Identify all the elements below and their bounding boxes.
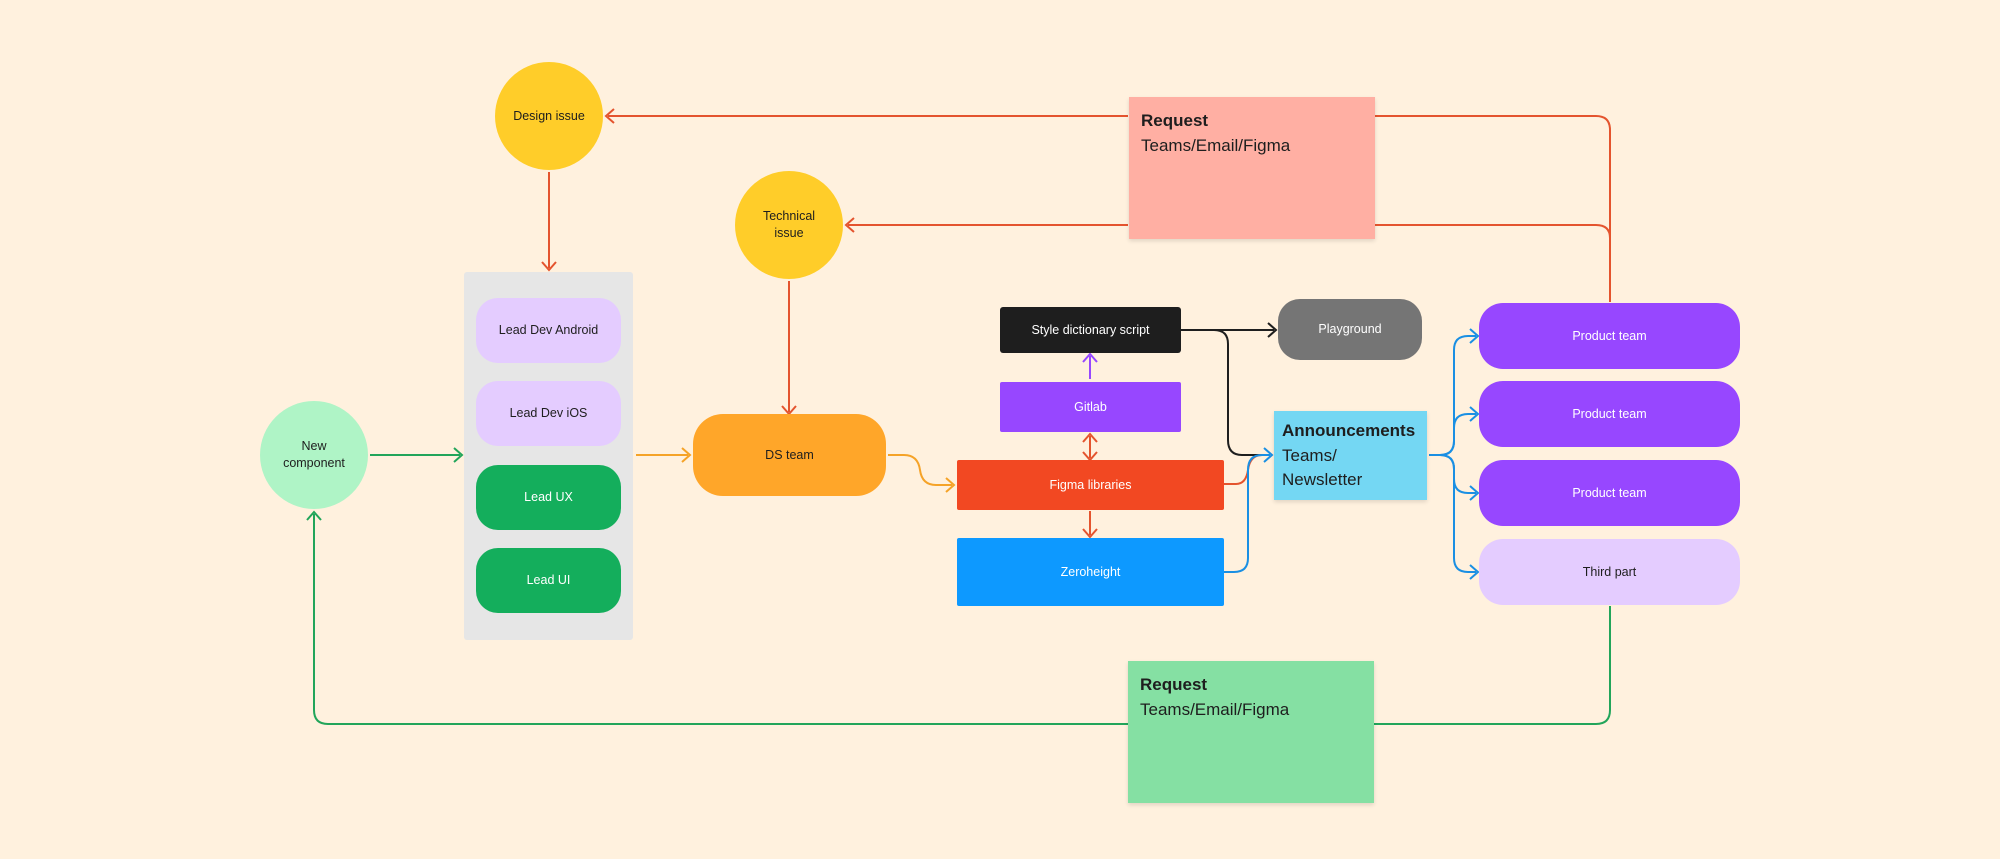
arrowhead-product-team-3 [1469,485,1480,501]
lead-dev-android-node[interactable]: Lead Dev Android [476,298,621,363]
product-team-2-node[interactable]: Product team [1479,381,1740,447]
design-issue-node[interactable]: Design issue [495,62,603,170]
zeroheight-label: Zeroheight [1060,564,1121,579]
new-component-node[interactable]: New component [260,401,368,509]
playground-node[interactable]: Playground [1278,299,1422,360]
arrowhead-design-issue [604,108,615,124]
arrowhead-product-team-2 [1469,406,1480,422]
arrowhead-style-dictionary [1082,352,1098,363]
lead-ui-node[interactable]: Lead UI [476,548,621,613]
new-component-label: New component [283,439,345,470]
arrowhead-zeroheight [1082,528,1098,539]
style-dictionary-script-node[interactable]: Style dictionary script [1000,307,1181,353]
product-team-3-label: Product team [1572,485,1647,500]
arrowhead-product-team-1 [1469,328,1480,344]
product-team-2-label: Product team [1572,406,1647,421]
lead-dev-ios-label: Lead Dev iOS [509,406,588,421]
playground-label: Playground [1318,322,1382,337]
connector-request-bottom-to-new-component [313,514,1128,725]
third-part-node[interactable]: Third part [1479,539,1740,605]
style-dictionary-script-label: Style dictionary script [1031,322,1150,337]
request-top-sticky[interactable]: Request Teams/Email/Figma [1129,97,1375,239]
connector-announcements-to-third-part [1429,454,1476,573]
request-top-title: Request [1141,111,1209,130]
request-top-body: Teams/Email/Figma [1141,135,1291,155]
connector-product-team-to-request-2 [1374,224,1611,239]
lead-ux-label: Lead UX [524,490,573,505]
announcements-title: Announcements [1282,421,1416,440]
arrowhead-new-component [306,510,322,521]
lead-dev-ios-node[interactable]: Lead Dev iOS [476,381,621,446]
connector-announcements-to-product-team-1 [1429,335,1476,456]
arrowhead-gitlab-up [1082,432,1098,443]
arrowhead-leads [541,261,557,272]
arrowhead-leads-green [453,447,464,463]
announcements-body-line-1: Teams/ [1282,445,1337,465]
connector-third-part-to-request-bottom [1374,606,1611,725]
gitlab-node[interactable]: Gitlab [1000,382,1181,432]
ds-team-node[interactable]: DS team [693,414,886,496]
figma-libraries-label: Figma libraries [1049,477,1132,492]
request-bottom-body: Teams/Email/Figma [1140,699,1290,719]
request-bottom-title: Request [1140,675,1208,694]
connector-ds-team-to-figma [888,454,952,486]
arrowhead-third-part [1469,564,1480,580]
lead-dev-android-label: Lead Dev Android [498,323,599,338]
design-issue-label: Design issue [513,108,585,123]
zeroheight-node[interactable]: Zeroheight [957,538,1224,606]
request-bottom-sticky[interactable]: Request Teams/Email/Figma [1128,661,1374,803]
connector-zeroheight-to-announcements [1224,454,1270,573]
announcements-body-line-2: Newsletter [1282,470,1363,490]
product-team-1-node[interactable]: Product team [1479,303,1740,369]
arrowhead-ds-team-orange [681,447,692,463]
arrowhead-playground [1267,322,1278,338]
technical-issue-label: Technical issue [762,209,816,240]
connector-style-dictionary-to-announcements [1181,329,1270,456]
product-team-3-node[interactable]: Product team [1479,460,1740,526]
lead-ui-label: Lead UI [526,573,571,588]
figma-libraries-node[interactable]: Figma libraries [957,460,1224,510]
third-part-label: Third part [1582,564,1637,579]
ds-team-label: DS team [765,447,814,462]
technical-issue-node[interactable]: Technical issue [735,171,843,279]
connector-product-team-to-request-1 [1374,115,1611,302]
gitlab-label: Gitlab [1074,399,1107,414]
lead-ux-node[interactable]: Lead UX [476,465,621,530]
connector-announcements-to-product-team-2 [1429,413,1476,456]
arrowhead-figma-orange [945,477,956,493]
announcements-sticky[interactable]: Announcements Teams/ Newsletter [1274,411,1427,500]
arrowhead-announcements [1263,447,1274,463]
arrowhead-technical-issue [844,217,855,233]
product-team-1-label: Product team [1572,328,1647,343]
